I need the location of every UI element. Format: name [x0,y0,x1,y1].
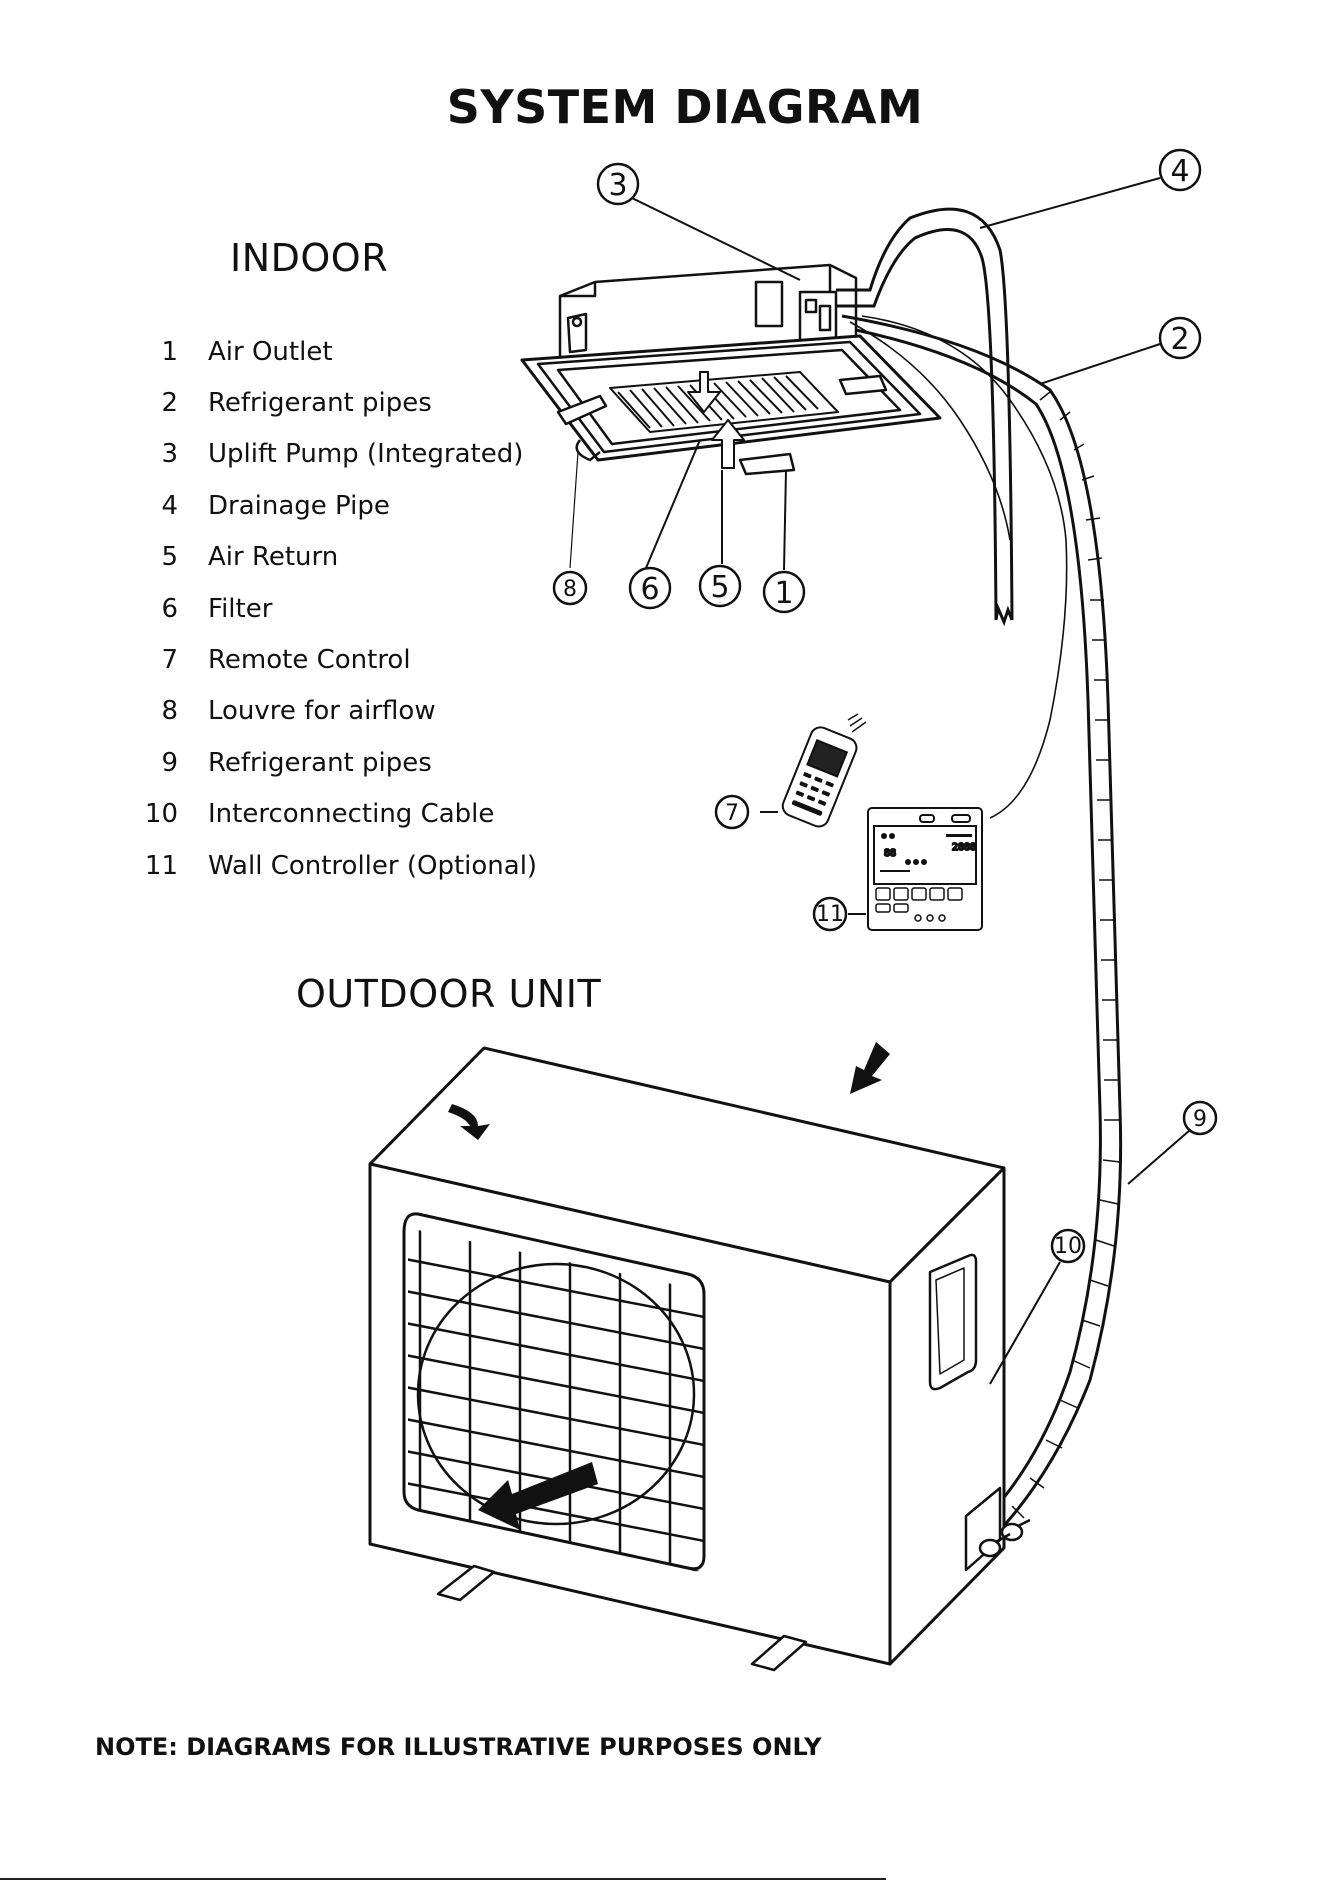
remote-control [781,713,867,828]
indoor-heading: INDOOR [230,236,389,280]
wall-controller: 88 2888 [867,807,983,931]
legend-label: Filter [208,593,273,624]
legend-item: 10 Interconnecting Cable [100,789,537,840]
callout-9: 9 [1182,1100,1218,1136]
legend-item: 8 Louvre for airflow [100,686,537,737]
svg-text:9: 9 [1193,1107,1207,1132]
legend-number: 11 [144,850,178,881]
legend-item: 11 Wall Controller (Optional) [100,840,537,891]
legend-label: Air Return [208,542,339,573]
indoor-cassette-unit [520,263,942,476]
svg-text:11: 11 [816,902,844,927]
svg-text:8: 8 [563,577,577,602]
legend-label: Air Outlet [208,336,333,367]
callout-1: 1 [762,570,806,614]
controller-temp-readout: 88 [884,848,896,859]
outdoor-heading: OUTDOOR UNIT [296,972,602,1016]
legend-item: 1 Air Outlet [100,326,537,377]
legend-item: 9 Refrigerant pipes [100,737,537,788]
callout-2: 2 [1158,316,1202,360]
svg-text:3: 3 [608,168,627,203]
legend-number: 3 [161,439,178,470]
legend-item: 7 Remote Control [100,634,537,685]
legend-number: 1 [161,336,178,367]
legend-number: 10 [144,799,178,830]
legend-item: 2 Refrigerant pipes [100,377,537,428]
airflow-arrows [448,1042,890,1530]
callout-6: 6 [628,566,672,610]
illustrative-note: NOTE: DIAGRAMS FOR ILLUSTRATIVE PURPOSES… [95,1733,822,1761]
callout-3: 3 [596,162,640,206]
page-title: SYSTEM DIAGRAM [446,80,924,134]
svg-text:7: 7 [725,801,739,826]
drainage-pipe [836,207,1014,627]
legend-item: 6 Filter [100,583,537,634]
svg-text:5: 5 [710,570,729,605]
legend-label: Drainage Pipe [208,490,390,521]
legend-label: Uplift Pump (Integrated) [208,439,524,470]
svg-text:6: 6 [640,572,659,607]
svg-text:4: 4 [1170,154,1189,189]
legend-item: 5 Air Return [100,532,537,583]
legend-number: 8 [161,696,178,727]
legend-item: 3 Uplift Pump (Integrated) [100,429,537,480]
legend-number: 5 [161,542,178,573]
legend-number: 6 [161,593,178,624]
legend-label: Refrigerant pipes [208,388,432,419]
legend-label: Remote Control [208,645,411,676]
outdoor-unit [368,1046,1031,1672]
callout-4: 4 [1158,148,1202,192]
controller-clock-readout: 2888 [952,842,976,853]
svg-text:2: 2 [1170,322,1189,357]
legend-number: 2 [161,388,178,419]
legend-label: Wall Controller (Optional) [208,850,538,881]
legend-label: Louvre for airflow [208,696,436,727]
legend-label: Interconnecting Cable [208,799,495,830]
svg-text:1: 1 [774,576,793,611]
svg-text:10: 10 [1054,1234,1082,1259]
callout-7: 7 [714,794,750,830]
legend-label: Refrigerant pipes [208,747,432,778]
callout-10: 10 [1050,1228,1086,1264]
callout-8: 8 [552,570,588,606]
callout-5: 5 [698,564,742,608]
legend-number: 9 [161,747,178,778]
legend-number: 4 [161,490,178,521]
callout-11: 11 [812,896,848,932]
legend-item: 4 Drainage Pipe [100,480,537,531]
leader-lines [569,177,1191,1385]
refrigerant-pipes [841,314,1123,1532]
legend-number: 7 [161,645,178,676]
callout-markers: 1 2 3 4 5 6 7 8 9 10 11 [552,148,1218,1264]
